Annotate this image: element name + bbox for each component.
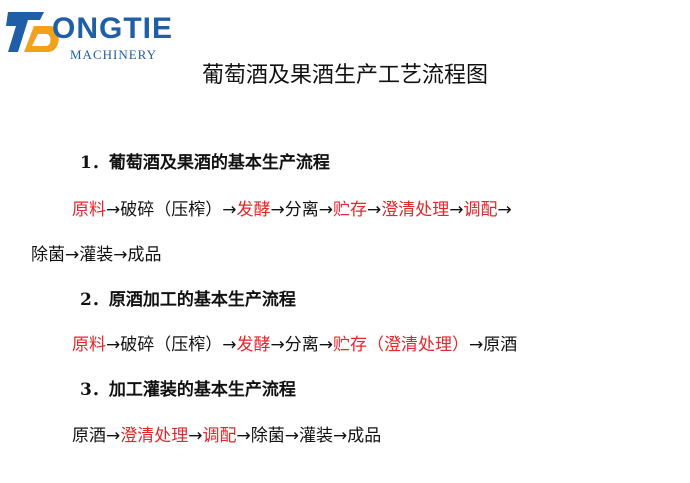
step-raw-material: 原料 — [72, 200, 106, 220]
step-raw-material: 原料 — [72, 335, 106, 355]
step-connector: → — [188, 426, 203, 446]
step-connector: → — [449, 200, 464, 220]
step-storage: 贮存 — [333, 200, 367, 220]
step-connector: → — [367, 200, 382, 220]
step-clarification: 澄清处理 — [120, 426, 189, 446]
section-3-flow-line-1: 原酒→澄清处理→调配→除菌→灌装→成品 — [72, 425, 381, 447]
step-base-wine: →原酒 — [469, 335, 518, 355]
company-logo: ONGTIE MACHINERY — [4, 4, 174, 66]
logo-sub-text: MACHINERY — [70, 47, 158, 62]
section-1-flow-line-1: 原料→破碎（压榨）→发酵→分离→贮存→澄清处理→调配→ — [72, 199, 512, 221]
page-title: 葡萄酒及果酒生产工艺流程图 — [201, 63, 488, 88]
step-sterilize-fill-finish: →除菌→灌装→成品 — [236, 426, 382, 446]
section-2-flow-line-1: 原料→破碎（压榨）→发酵→分离→贮存（澄清处理）→原酒 — [72, 334, 517, 356]
step-connector: →分离→ — [270, 335, 334, 355]
section-2-heading: 2．原酒加工的基本生产流程 — [80, 290, 296, 310]
step-fermentation: 发酵 — [236, 335, 271, 355]
section-1-flow-line-2: 除菌→灌装→成品 — [31, 244, 162, 266]
section-3-heading: 3．加工灌装的基本生产流程 — [80, 380, 296, 400]
logo-mark-icon — [6, 12, 59, 52]
step-fermentation: 发酵 — [236, 200, 271, 220]
step-connector: → — [497, 200, 512, 220]
step-storage-clarification: 贮存（澄清处理） — [333, 335, 469, 355]
step-blending: 调配 — [202, 426, 237, 446]
step-base-wine: 原酒→ — [72, 426, 121, 446]
step-clarification: 澄清处理 — [381, 200, 450, 220]
logo-brand-text: ONGTIE — [52, 12, 174, 45]
step-sterilize-fill-finish: 除菌→灌装→成品 — [31, 245, 162, 265]
step-connector: →破碎（压榨）→ — [106, 200, 237, 220]
step-connector: →破碎（压榨）→ — [106, 335, 237, 355]
section-1-heading: 1．葡萄酒及果酒的基本生产流程 — [80, 153, 330, 173]
step-connector: →分离→ — [270, 200, 334, 220]
step-blending: 调配 — [463, 200, 498, 220]
